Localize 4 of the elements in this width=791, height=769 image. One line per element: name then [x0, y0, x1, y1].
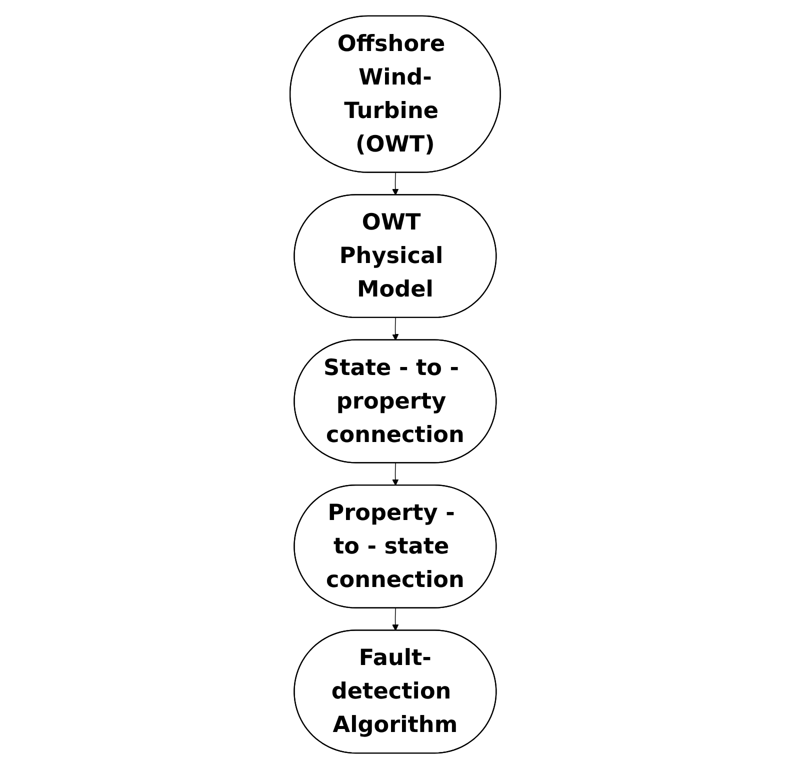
arrow [392, 462, 399, 486]
arrow [392, 318, 399, 340]
arrow [392, 172, 399, 196]
arrow [392, 608, 399, 631]
